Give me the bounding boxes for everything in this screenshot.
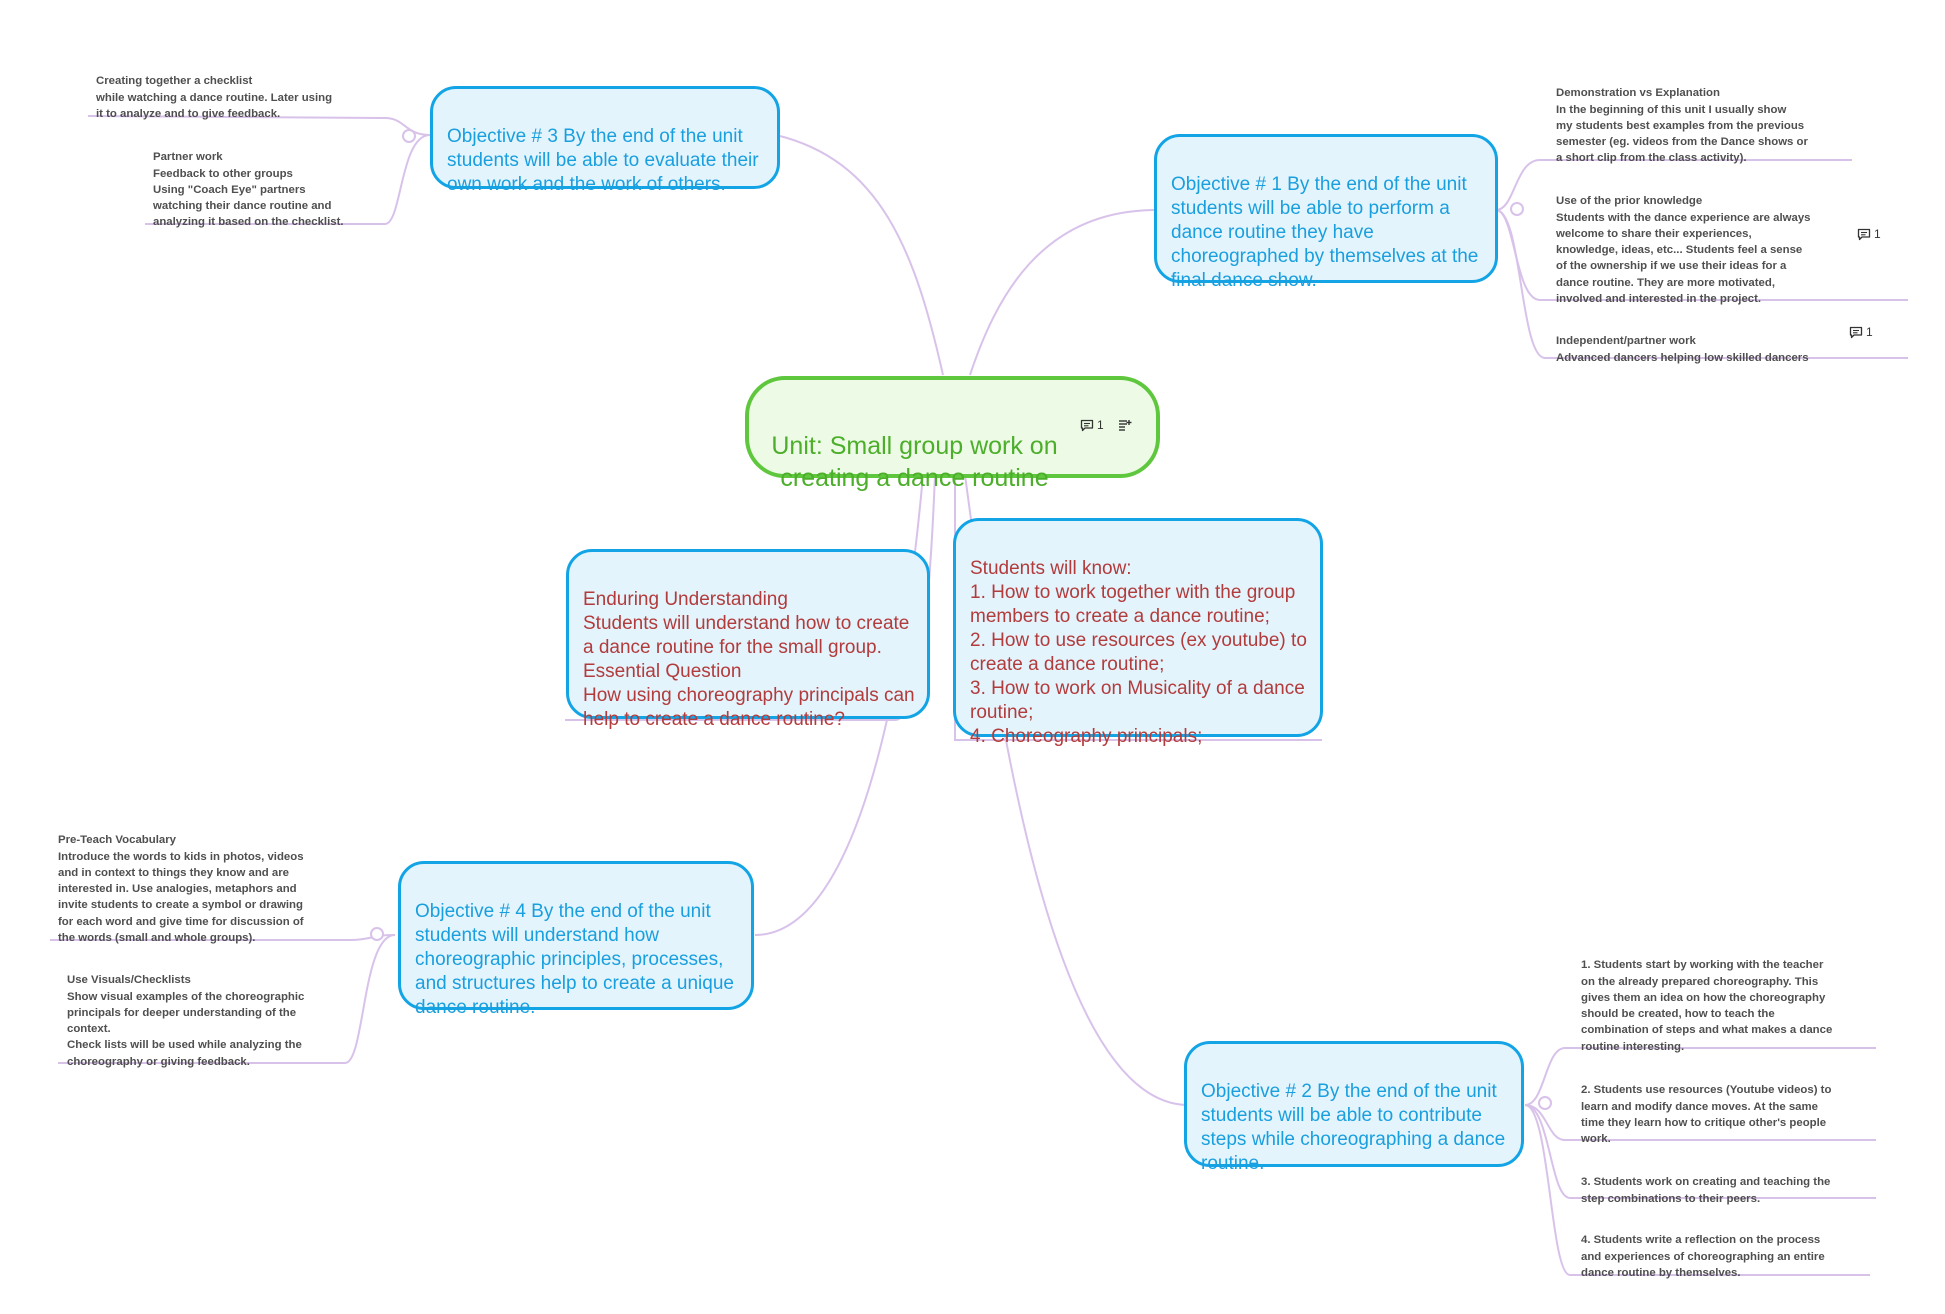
- objective-2-text: Objective # 2 By the end of the unit stu…: [1201, 1081, 1506, 1174]
- comment-icon: [1080, 419, 1094, 431]
- objective-1-text: Objective # 1 By the end of the unit stu…: [1171, 174, 1479, 291]
- objective-1-note-demonstration[interactable]: Demonstration vs Explanation In the begi…: [1556, 87, 1808, 165]
- objective-1-note-partner-work[interactable]: Independent/partner work Advanced dancer…: [1556, 335, 1809, 364]
- objective-3-text: Objective # 3 By the end of the unit stu…: [447, 126, 759, 195]
- objective-4-text: Objective # 4 By the end of the unit stu…: [415, 901, 734, 1018]
- link-obj4-note1: [50, 934, 396, 941]
- comment-icon: [1857, 228, 1871, 240]
- branch-knob: [1510, 202, 1524, 216]
- link-obj3-note1: [87, 115, 431, 136]
- central-topic-icons: 1: [1080, 418, 1132, 432]
- link-obj2-note3: [1524, 1104, 1876, 1199]
- central-topic-text: Unit: Small group work on creating a dan…: [771, 432, 1058, 492]
- link-obj2-note2: [1524, 1104, 1876, 1141]
- link-root-objective1: [969, 209, 1157, 376]
- central-topic-comment-count: 1: [1097, 418, 1104, 432]
- partner-work-comment-count: 1: [1866, 325, 1873, 339]
- link-obj2-note1: [1524, 1047, 1876, 1106]
- objective-3-note-checklist[interactable]: Creating together a checklist while watc…: [96, 75, 333, 120]
- branch-knob: [1538, 1096, 1552, 1110]
- link-obj1-note1: [1495, 159, 1852, 211]
- comment-icon: [1849, 326, 1863, 338]
- link-obj4-note2: [58, 934, 396, 1064]
- objective-3-topic[interactable]: Objective # 3 By the end of the unit stu…: [430, 86, 780, 195]
- students-will-know-topic[interactable]: Students will know: 1. How to work toget…: [953, 518, 1323, 747]
- objective-4-topic[interactable]: Objective # 4 By the end of the unit stu…: [398, 861, 754, 1018]
- notes-icon[interactable]: [1118, 419, 1132, 431]
- link-obj1-note3: [1495, 209, 1908, 359]
- enduring-understanding-text: Enduring Understanding Students will und…: [583, 589, 915, 730]
- objective-1-topic[interactable]: Objective # 1 By the end of the unit stu…: [1154, 134, 1498, 291]
- branch-knob: [370, 927, 384, 941]
- enduring-understanding-topic[interactable]: Enduring Understanding Students will und…: [566, 549, 930, 730]
- prior-knowledge-comment[interactable]: 1: [1857, 227, 1881, 241]
- objective-2-note-step-4[interactable]: 4. Students write a reflection on the pr…: [1581, 1234, 1825, 1279]
- objective-3-note-partner-work[interactable]: Partner work Feedback to other groups Us…: [153, 151, 344, 229]
- partner-work-comment[interactable]: 1: [1849, 325, 1873, 339]
- link-obj3-note2: [145, 134, 431, 225]
- link-root-objective3: [775, 134, 944, 376]
- objective-1-note-prior-knowledge[interactable]: Use of the prior knowledge Students with…: [1556, 195, 1811, 306]
- branch-knob: [402, 129, 416, 143]
- objective-4-note-vocabulary[interactable]: Pre-Teach Vocabulary Introduce the words…: [58, 834, 304, 945]
- link-root-objective4: [754, 474, 924, 936]
- link-obj2-note4: [1524, 1104, 1870, 1276]
- objective-2-note-step-2[interactable]: 2. Students use resources (Youtube video…: [1581, 1084, 1832, 1146]
- objective-2-topic[interactable]: Objective # 2 By the end of the unit stu…: [1184, 1041, 1524, 1174]
- central-topic-comment[interactable]: 1: [1080, 418, 1104, 432]
- objective-4-note-visuals[interactable]: Use Visuals/Checklists Show visual examp…: [67, 974, 305, 1068]
- objective-2-note-step-3[interactable]: 3. Students work on creating and teachin…: [1581, 1176, 1831, 1205]
- objective-2-note-step-1[interactable]: 1. Students start by working with the te…: [1581, 959, 1833, 1053]
- prior-knowledge-comment-count: 1: [1874, 227, 1881, 241]
- students-will-know-text: Students will know: 1. How to work toget…: [970, 558, 1307, 747]
